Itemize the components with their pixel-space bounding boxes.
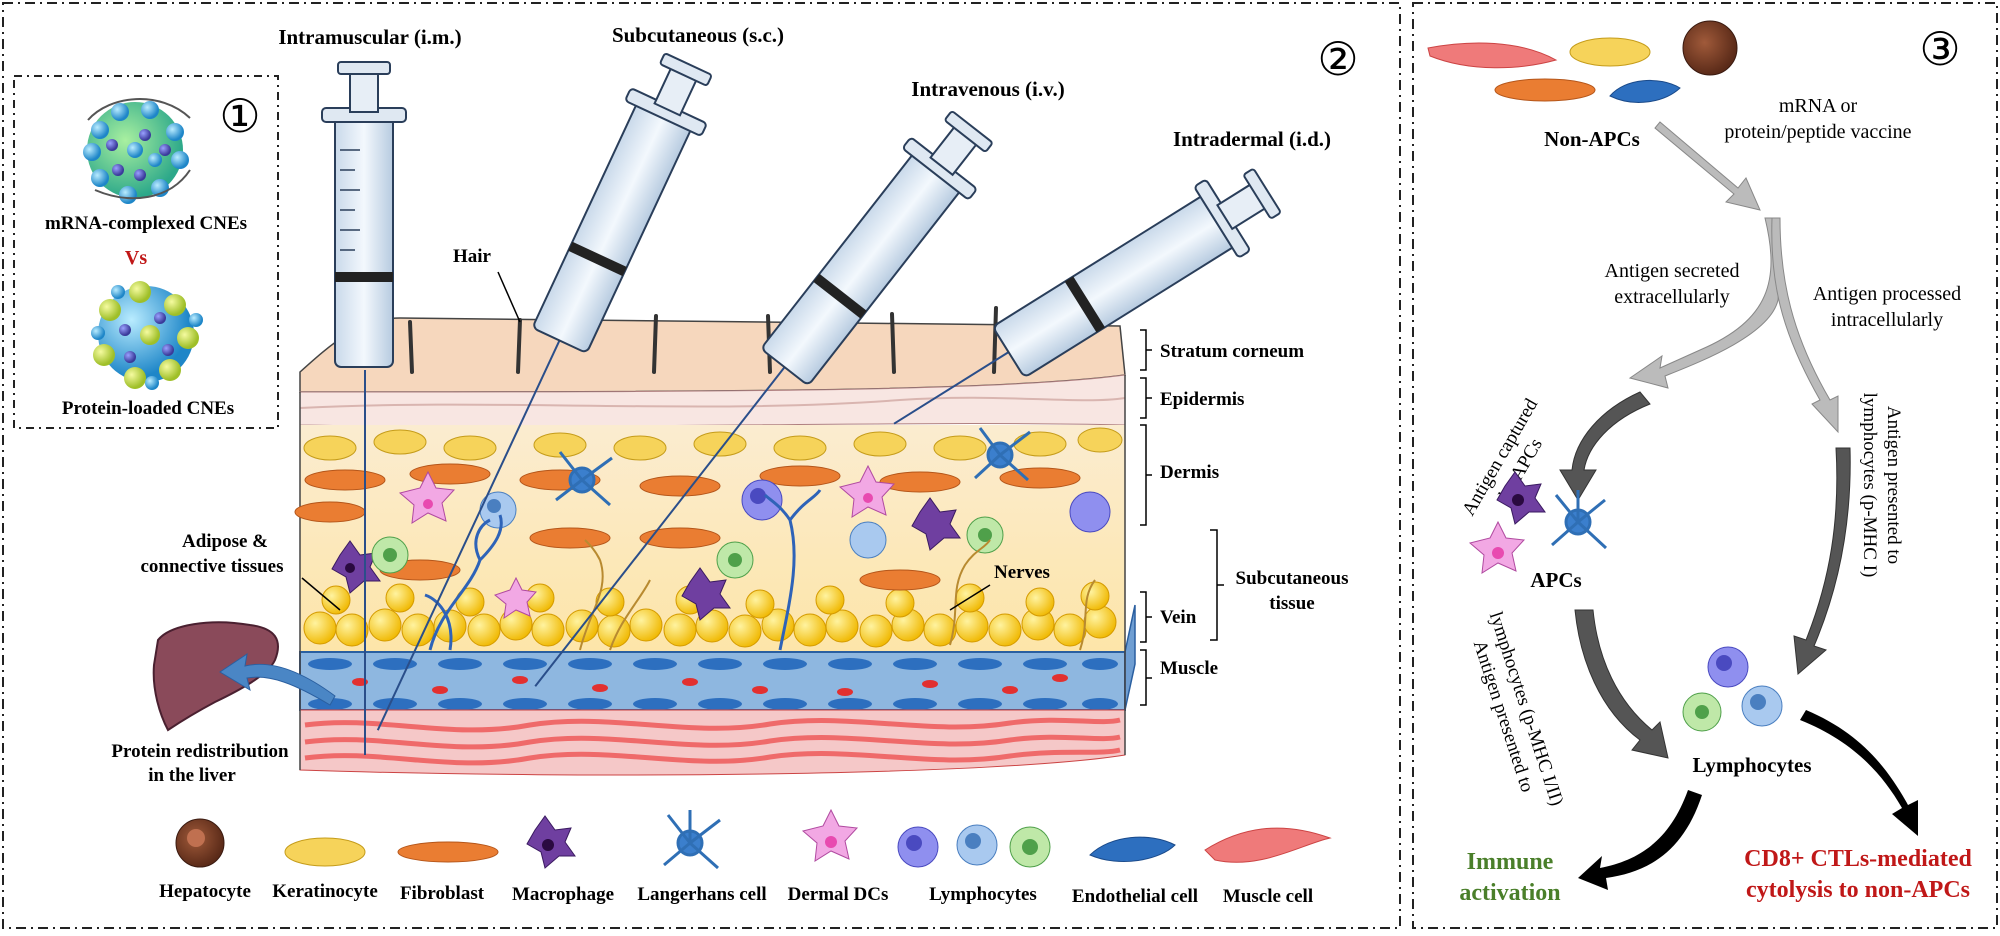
route-iv: Intravenous (i.v.) — [911, 77, 1064, 101]
non-apc-hepatocyte-icon — [1682, 20, 1738, 76]
legend-hepatocyte-icon — [175, 818, 225, 868]
apc-cells — [1468, 471, 1608, 574]
left-frame — [2, 2, 1401, 929]
liver-label-1: Protein redistribution — [111, 741, 289, 762]
protein-cne-icon — [91, 281, 203, 390]
nerves-lines — [579, 539, 1096, 651]
panel3: ③ Non-APCs mRNA or protein/peptide vacci… — [1427, 20, 1972, 906]
legend-macrophage: Macrophage — [512, 884, 614, 905]
syringe-iv — [534, 111, 993, 687]
processed-label-1: Antigen processed — [1813, 283, 1961, 305]
arrow-processed-to-lymph — [1793, 447, 1851, 675]
apcs-label: APCs — [1530, 568, 1581, 592]
liver-label-2: in the liver — [148, 765, 236, 786]
arrow-apc-to-lymph — [1574, 609, 1669, 759]
non-apc-keratinocyte-icon — [1569, 37, 1651, 67]
protein-cne-label: Protein-loaded CNEs — [62, 398, 234, 419]
lymphocytes-label: Lymphocytes — [1692, 753, 1811, 777]
legend-endothelial: Endothelial cell — [1072, 886, 1198, 907]
legend-keratinocyte-icon — [284, 837, 366, 867]
legend: Hepatocyte Keratinocyte Fibroblast Macro… — [159, 808, 1332, 907]
ctl-label-1: CD8+ CTLs-mediated — [1744, 846, 1972, 872]
vaccine-label-2: protein/peptide vaccine — [1724, 121, 1911, 143]
legend-langerhans: Langerhans cell — [637, 884, 766, 905]
liver-arrow — [219, 652, 336, 706]
non-apcs-label: Non-APCs — [1544, 127, 1640, 151]
secreted-label-1: Antigen secreted — [1605, 260, 1740, 282]
legend-dermal-dc-icon — [801, 808, 859, 862]
syringe-id — [893, 168, 1281, 425]
legend-macrophage-icon — [526, 815, 576, 869]
immune-label-2: activation — [1459, 880, 1560, 906]
hair-label: Hair — [453, 246, 492, 267]
panel1-number: ① — [219, 91, 260, 142]
legend-keratinocyte: Keratinocyte — [272, 881, 378, 902]
legend-muscle-icon — [1204, 827, 1332, 863]
non-apc-muscle-icon — [1427, 42, 1558, 69]
non-apc-fibroblast-icon — [1494, 78, 1596, 102]
route-im: Intramuscular (i.m.) — [278, 25, 461, 49]
legend-fibroblast-icon — [397, 841, 499, 863]
route-id: Intradermal (i.d.) — [1173, 127, 1331, 151]
layer-dermis: Dermis — [1160, 462, 1219, 483]
layer-stratum-corneum: Stratum corneum — [1160, 341, 1304, 362]
route-sc: Subcutaneous (s.c.) — [612, 23, 784, 47]
syringe-im — [321, 61, 407, 755]
endothelial-cells — [308, 658, 1118, 710]
layer-vein: Vein — [1160, 607, 1197, 628]
non-apc-cells — [1427, 20, 1738, 103]
legend-lymphocytes: Lymphocytes — [929, 884, 1037, 905]
legend-dermal-dcs: Dermal DCs — [788, 884, 889, 905]
layer-subcutaneous-2: tissue — [1269, 593, 1314, 614]
skin-block — [294, 306, 1136, 776]
keratinocytes — [303, 427, 1123, 461]
presented-right-1: Antigen presented to — [1883, 406, 1904, 564]
adipose-label-2: connective tissues — [140, 556, 283, 577]
legend-endothelial-icon — [1089, 836, 1176, 862]
layer-subcutaneous-1: Subcutaneous — [1236, 568, 1349, 589]
arrow-to-immune — [1578, 790, 1702, 890]
muscle-fibers — [304, 717, 1121, 766]
layer-epidermis: Epidermis — [1160, 389, 1244, 410]
legend-muscle: Muscle cell — [1223, 886, 1313, 907]
dermal-cells — [331, 427, 1111, 621]
mrna-cne-icon — [83, 98, 191, 204]
nerves-label: Nerves — [994, 562, 1050, 583]
processed-label-2: intracellularly — [1831, 309, 1943, 331]
arrow-vaccine — [1654, 121, 1761, 211]
arrow-to-ctl — [1800, 710, 1918, 836]
legend-langerhans-icon — [663, 810, 721, 870]
vaccine-label-1: mRNA or — [1779, 95, 1858, 117]
legend-fibroblast: Fibroblast — [400, 883, 485, 904]
legend-lymphocytes-icon — [897, 824, 1051, 868]
capillaries — [424, 489, 822, 651]
panel2-number: ② — [1317, 34, 1358, 85]
legend-hepatocyte: Hepatocyte — [159, 881, 251, 902]
arrow-to-apcs — [1559, 391, 1651, 501]
mrna-cne-label: mRNA-complexed CNEs — [45, 213, 247, 234]
secreted-label-2: extracellularly — [1614, 286, 1730, 308]
liver-icon — [152, 621, 279, 732]
layer-muscle: Muscle — [1160, 658, 1218, 679]
arrow-processed — [1771, 217, 1839, 434]
panel2: ② — [111, 23, 1358, 907]
presented-right-2: lymphocytes (p-MHC I) — [1859, 393, 1880, 578]
syringe-sc — [376, 53, 712, 731]
panel1-frame — [13, 75, 279, 429]
immune-label-1: Immune — [1467, 849, 1554, 875]
non-apc-endothelial-icon — [1609, 79, 1681, 103]
layer-brackets — [1140, 329, 1224, 706]
right-frame — [1412, 2, 1998, 929]
panel1: ① mRNA-complexed CNEs Vs — [45, 91, 261, 419]
adipose-label-1: Adipose & — [182, 531, 268, 552]
vs-label: Vs — [125, 247, 147, 269]
lymphocyte-cells — [1682, 646, 1783, 732]
ctl-label-2: cytolysis to non-APCs — [1746, 877, 1970, 903]
panel3-number: ③ — [1919, 24, 1960, 75]
